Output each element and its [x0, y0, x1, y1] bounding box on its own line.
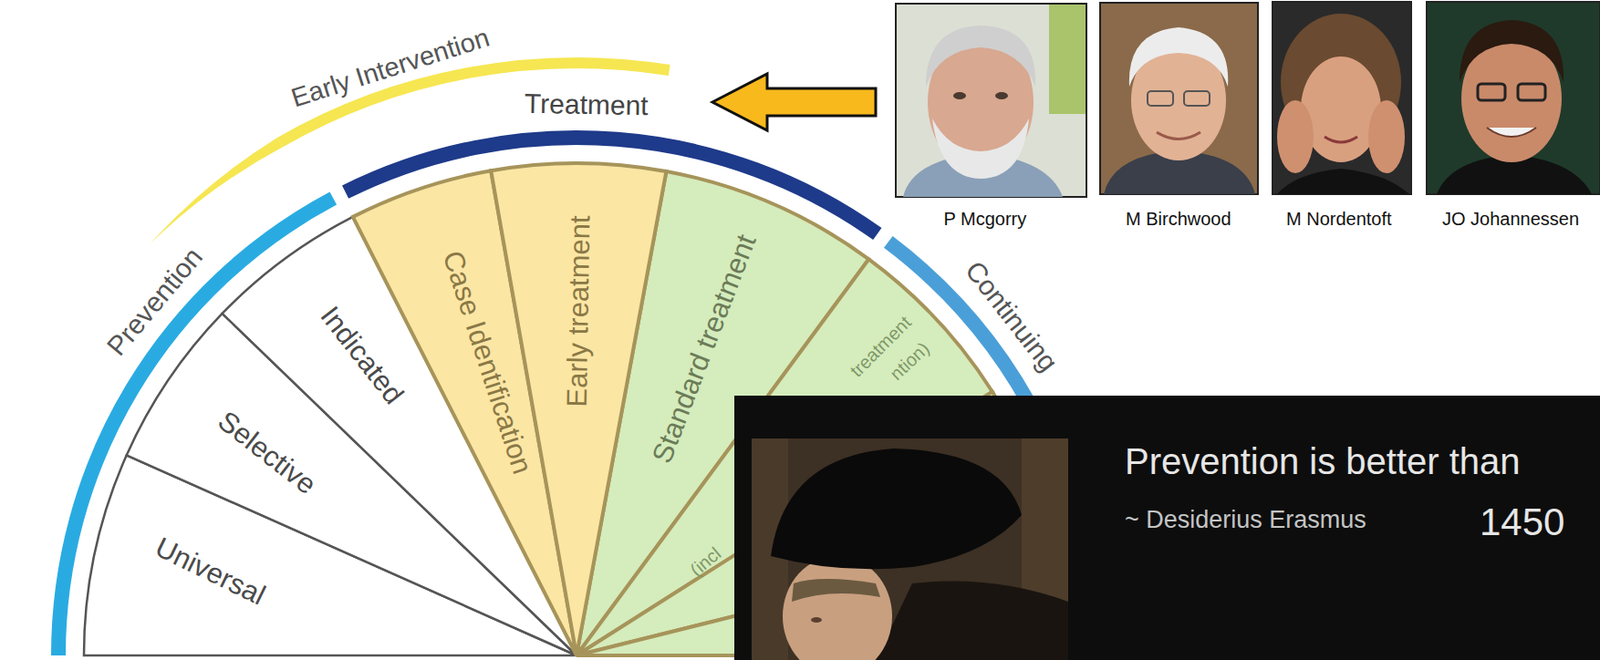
early-intervention-arc: [150, 137, 284, 245]
person-name: JO Johannessen: [1442, 209, 1580, 229]
quote-box: Prevention is better than ~ Desiderius Er…: [734, 395, 1600, 660]
portrait-photo: [1426, 1, 1600, 195]
portrait-photo: [1100, 2, 1258, 195]
segment-label-text: Early treatment: [562, 215, 595, 408]
pointer-arrow: [712, 73, 876, 131]
portrait-photo: [1272, 1, 1412, 195]
erasmus-portrait: [751, 438, 1069, 660]
person-name: M Birchwood: [1125, 209, 1232, 229]
quote-year: 1450: [1479, 503, 1565, 542]
portrait-photo: [895, 3, 1087, 198]
quote-text: Prevention is better than: [1124, 443, 1521, 480]
band-label-text: Treatment: [523, 90, 648, 120]
band-label: Treatment: [523, 90, 648, 120]
person-name: P Mcgorry: [944, 209, 1028, 229]
treatment-arc: [345, 137, 878, 235]
quote-author: ~ Desiderius Erasmus: [1124, 508, 1367, 533]
person-name: M Nordentoft: [1286, 209, 1393, 229]
prevention-arc: [58, 198, 333, 657]
segment-label: Early treatment: [562, 215, 595, 408]
